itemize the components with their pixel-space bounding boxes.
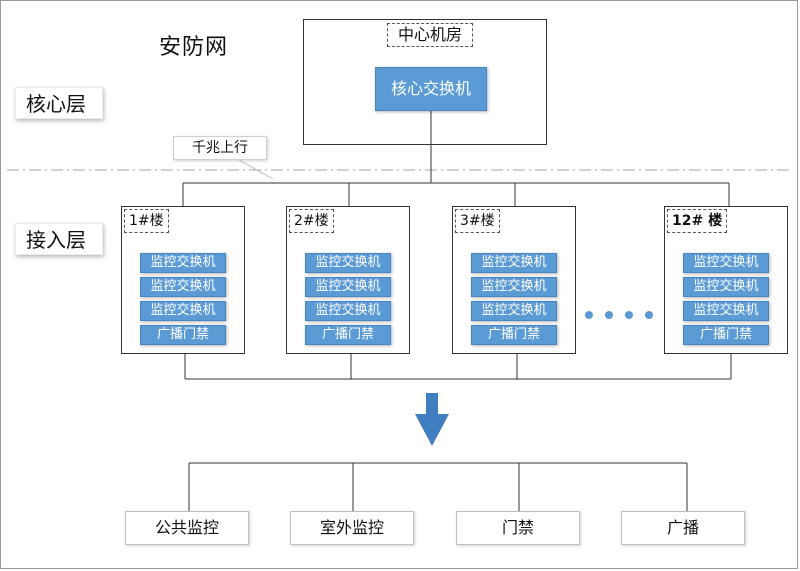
- device-monitor-switch: 监控交换机: [305, 277, 391, 297]
- device-monitor-switch: 监控交换机: [140, 277, 226, 297]
- callout-pointer: [238, 159, 274, 180]
- device-monitor-switch: 监控交换机: [305, 301, 391, 321]
- device-broadcast-access: 广播门禁: [683, 325, 769, 345]
- ellipsis-dot: [625, 311, 633, 319]
- building-label: 3#楼: [455, 209, 500, 233]
- subsystem-broadcast: 广播: [621, 511, 745, 545]
- more-buildings-ellipsis: [583, 307, 655, 325]
- building-1: 1#楼 监控交换机 监控交换机 监控交换机 广播门禁: [121, 206, 245, 354]
- device-broadcast-access: 广播门禁: [305, 325, 391, 345]
- device-monitor-switch: 监控交换机: [471, 277, 557, 297]
- subsystem-outdoor-surveillance: 室外监控: [290, 511, 414, 545]
- device-monitor-switch: 监控交换机: [683, 301, 769, 321]
- device-monitor-switch: 监控交换机: [140, 253, 226, 273]
- building-label: 12# 楼: [667, 209, 728, 233]
- diagram-title: 安防网: [159, 35, 229, 60]
- building-2: 2#楼 监控交换机 监控交换机 监控交换机 广播门禁: [286, 206, 410, 354]
- device-monitor-switch: 监控交换机: [471, 253, 557, 273]
- device-monitor-switch: 监控交换机: [683, 277, 769, 297]
- building-label: 2#楼: [289, 209, 334, 233]
- down-arrow: [415, 393, 449, 446]
- building-label: 1#楼: [124, 209, 169, 233]
- ellipsis-dot: [585, 311, 593, 319]
- building-12: 12# 楼 监控交换机 监控交换机 监控交换机 广播门禁: [664, 206, 788, 354]
- device-monitor-switch: 监控交换机: [140, 301, 226, 321]
- access-layer-label: 接入层: [15, 223, 103, 255]
- device-monitor-switch: 监控交换机: [683, 253, 769, 273]
- subsystem-public-surveillance: 公共监控: [125, 511, 249, 545]
- device-monitor-switch: 监控交换机: [305, 253, 391, 273]
- device-broadcast-access: 广播门禁: [140, 325, 226, 345]
- center-room-label: 中心机房: [387, 23, 473, 47]
- core-switch: 核心交换机: [375, 67, 487, 111]
- core-layer-label: 核心层: [15, 87, 103, 119]
- center-room-box: [303, 19, 547, 145]
- ellipsis-dot: [645, 311, 653, 319]
- uplink-callout: 千兆上行: [173, 136, 267, 160]
- device-monitor-switch: 监控交换机: [471, 301, 557, 321]
- ellipsis-dot: [605, 311, 613, 319]
- building-3: 3#楼 监控交换机 监控交换机 监控交换机 广播门禁: [452, 206, 576, 354]
- device-broadcast-access: 广播门禁: [471, 325, 557, 345]
- subsystem-access-control: 门禁: [456, 511, 580, 545]
